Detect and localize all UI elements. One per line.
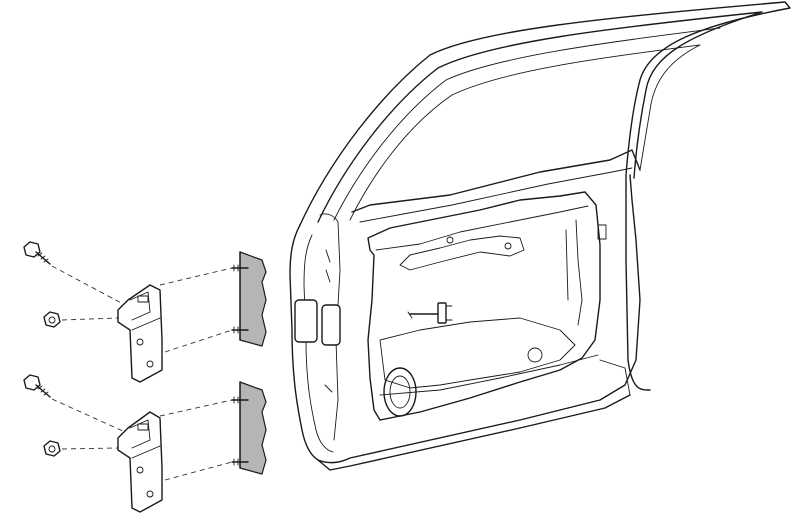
door-check-strap [407, 302, 453, 324]
alignment-line [61, 317, 119, 321]
door-shell [289, 1, 791, 471]
belt-line-lower [359, 167, 633, 223]
hinge-mount-plate [231, 251, 267, 347]
inner-panel-step [375, 205, 589, 251]
window-channel [565, 219, 583, 326]
belt-line [351, 149, 641, 213]
hole-2 [504, 242, 512, 250]
alignment-line [51, 265, 126, 306]
hinge [117, 411, 163, 513]
speaker-opening [383, 367, 417, 417]
alignment-line [51, 398, 126, 433]
door-bottom-sill [317, 394, 631, 471]
lower-trim-line [379, 354, 599, 396]
alignment-line [61, 447, 119, 450]
alignment-line [159, 399, 233, 417]
nut [43, 440, 61, 457]
lower-reinforcement [379, 317, 576, 389]
hinge [117, 284, 163, 383]
alignment-line [164, 329, 233, 353]
hinge-mount-plate [231, 381, 267, 475]
rear-edge [599, 359, 631, 396]
speaker-opening-inner [389, 375, 411, 409]
window-frame-inner-2 [333, 27, 721, 221]
hole-1 [446, 236, 454, 244]
latch-slot [597, 224, 607, 240]
lower-hinge-assembly [23, 374, 267, 513]
hinge-pocket-upper [294, 299, 318, 343]
window-frame-inner [317, 11, 763, 223]
door-body-outline [289, 174, 641, 464]
bolt [23, 241, 51, 265]
window-frame-outer [299, 1, 791, 391]
access-hole [527, 347, 543, 363]
nut [43, 311, 61, 328]
inner-panel-opening [367, 191, 601, 421]
bolt [23, 374, 51, 398]
upper-reinforcement [399, 235, 525, 271]
window-frame-inner-3 [349, 44, 701, 221]
pillar-holes [324, 249, 333, 393]
upper-hinge-assembly [23, 241, 267, 383]
door-body-inner-edge [303, 234, 334, 453]
alignment-line [159, 267, 233, 286]
hinge-pocket-lower [321, 304, 341, 346]
alignment-line [164, 461, 233, 481]
